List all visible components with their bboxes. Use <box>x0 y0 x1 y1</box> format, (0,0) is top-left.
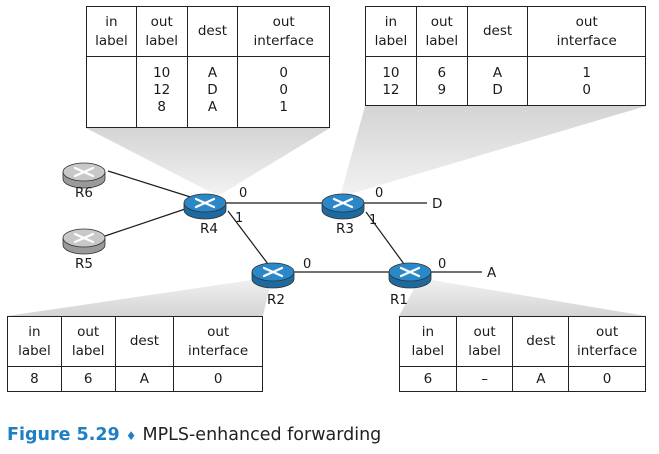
figure-caption: Figure 5.29 ♦ MPLS-enhanced forwarding <box>7 425 381 445</box>
link-r3-r1 <box>365 211 405 265</box>
r1-in-cell: 6 <box>399 366 457 392</box>
figure-number: Figure 5.29 <box>7 425 120 445</box>
r2-callout <box>7 277 272 316</box>
router-r1-icon <box>388 262 432 289</box>
link-r6-r4 <box>107 170 201 201</box>
r3-port-0: 0 <box>375 186 383 201</box>
router-arrows <box>332 197 354 209</box>
router-arrows <box>194 197 216 209</box>
dest-a-label: A <box>487 265 497 281</box>
router-r4-label: R4 <box>200 221 218 237</box>
router-arrows <box>73 232 95 244</box>
r2-in-cell: 8 <box>7 366 62 392</box>
router-r5-icon <box>62 228 106 255</box>
r1-callout <box>399 278 646 316</box>
r3-callout <box>340 106 646 197</box>
col-dest: dest <box>186 6 239 57</box>
col-dest: dest <box>114 316 175 367</box>
r4-in-cell <box>86 56 137 128</box>
router-r1-label: R1 <box>390 292 408 308</box>
router-r6-icon <box>62 162 106 189</box>
r2-out-cell: 6 <box>60 366 116 392</box>
r2-iface-cell: 0 <box>173 366 263 392</box>
router-arrows <box>399 266 421 278</box>
r4-port-1: 1 <box>235 211 243 226</box>
link-r4-r2 <box>227 210 269 265</box>
router-r4-icon <box>183 193 227 220</box>
caption-text: MPLS-enhanced forwarding <box>142 425 382 445</box>
caption-separator: ♦ <box>125 429 137 443</box>
r3-port-1: 1 <box>369 213 377 228</box>
router-arrows <box>262 266 284 278</box>
dest-d-label: D <box>432 196 442 212</box>
col-dest: dest <box>512 316 570 367</box>
router-r2-icon <box>251 262 295 289</box>
r4-port-0: 0 <box>239 186 247 201</box>
r1-dest-cell: A <box>512 366 570 392</box>
router-r3-label: R3 <box>336 221 354 237</box>
r2-port-0: 0 <box>303 257 311 272</box>
r2-dest-cell: A <box>114 366 175 392</box>
r1-iface-cell: 0 <box>568 366 646 392</box>
router-r5-label: R5 <box>75 256 93 272</box>
router-r2-label: R2 <box>267 292 285 308</box>
r1-port-0: 0 <box>438 257 446 272</box>
router-r6-label: R6 <box>75 185 93 201</box>
r1-out-cell: – <box>455 366 514 392</box>
router-r3-icon <box>321 193 365 220</box>
col-dest: dest <box>466 6 529 57</box>
r4-callout <box>86 128 330 196</box>
router-arrows <box>73 166 95 178</box>
